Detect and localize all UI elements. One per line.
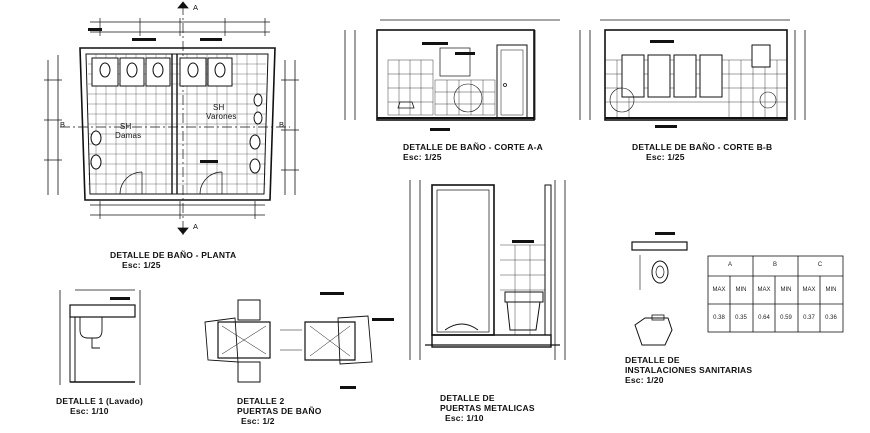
- title-sanitarias: DETALLE DE: [625, 355, 680, 365]
- scale-detalle-2: Esc: 1/2: [241, 416, 275, 426]
- subtitle-metalicas: PUERTAS METALICAS: [440, 403, 535, 413]
- subtitle-sanitarias: INSTALACIONES SANITARIAS: [625, 365, 753, 375]
- table-subheader: MIN: [735, 287, 747, 293]
- scale-planta: Esc: 1/25: [122, 260, 161, 270]
- room-right-name: Varones: [206, 112, 237, 121]
- subtitle-detalle-2: PUERTAS DE BAÑO: [237, 406, 322, 416]
- scale-sanitarias: Esc: 1/20: [625, 375, 664, 385]
- annotation-tag: [430, 128, 450, 131]
- table-value: 0.64: [758, 315, 770, 321]
- detail-metal-doors: [409, 180, 566, 360]
- table-group-a: A: [727, 262, 732, 268]
- table-group-b: B: [772, 262, 777, 268]
- annotation-tag: [650, 40, 674, 43]
- annotation-tag: [88, 28, 102, 31]
- annotation-tag: [200, 38, 222, 41]
- annotation-tag: [372, 318, 394, 321]
- detail-2-doors: [204, 299, 373, 383]
- table-group-c: C: [817, 262, 823, 268]
- room-right-code: SH: [213, 103, 225, 112]
- table-subheader: MIN: [780, 287, 792, 293]
- annotation-tag: [132, 38, 156, 41]
- table-subheader: MIN: [825, 287, 837, 293]
- annotation-tag: [320, 292, 344, 295]
- table-subheader: MAX: [757, 287, 771, 293]
- scale-detalle-1: Esc: 1/10: [70, 406, 109, 416]
- scale-metalicas: Esc: 1/10: [445, 413, 484, 423]
- section-a-top-label: A: [193, 3, 199, 12]
- scale-corte-bb: Esc: 1/25: [646, 152, 685, 162]
- annotation-tag: [200, 160, 218, 163]
- table-value: 0.38: [713, 315, 725, 321]
- dimension-table-grid: [707, 255, 844, 333]
- annotation-tag: [655, 232, 675, 235]
- room-left-name: Damas: [115, 131, 142, 140]
- detail-1-lavatory: [59, 289, 141, 385]
- section-b-b: [579, 19, 806, 121]
- table-value: 0.37: [803, 315, 815, 321]
- section-a-bottom-label: A: [193, 222, 199, 231]
- table-value: 0.36: [825, 315, 837, 321]
- annotation-tag: [455, 52, 475, 55]
- title-corte-aa: DETALLE DE BAÑO - CORTE A-A: [403, 142, 543, 152]
- annotation-tag: [512, 240, 534, 243]
- table-subheader: MAX: [802, 287, 816, 293]
- title-corte-bb: DETALLE DE BAÑO - CORTE B-B: [632, 142, 773, 152]
- detail-sanitary: [631, 241, 688, 346]
- section-b-right-label: B: [279, 120, 285, 129]
- room-left-code: SH: [120, 122, 132, 131]
- table-subheader: MAX: [712, 287, 726, 293]
- title-detalle-2: DETALLE 2: [237, 396, 285, 406]
- scale-corte-aa: Esc: 1/25: [403, 152, 442, 162]
- section-b-left-label: B: [60, 120, 66, 129]
- bathroom-plan: [44, 1, 299, 235]
- section-a-a: [344, 19, 560, 121]
- annotation-tag: [422, 42, 448, 45]
- annotation-tag: [655, 125, 677, 128]
- table-value: 0.35: [735, 315, 747, 321]
- title-metalicas: DETALLE DE: [440, 393, 495, 403]
- annotation-tag: [110, 297, 130, 300]
- title-planta: DETALLE DE BAÑO - PLANTA: [110, 250, 237, 260]
- title-detalle-1: DETALLE 1 (Lavado): [56, 396, 144, 406]
- annotation-tag: [340, 386, 356, 389]
- table-value: 0.59: [780, 315, 792, 321]
